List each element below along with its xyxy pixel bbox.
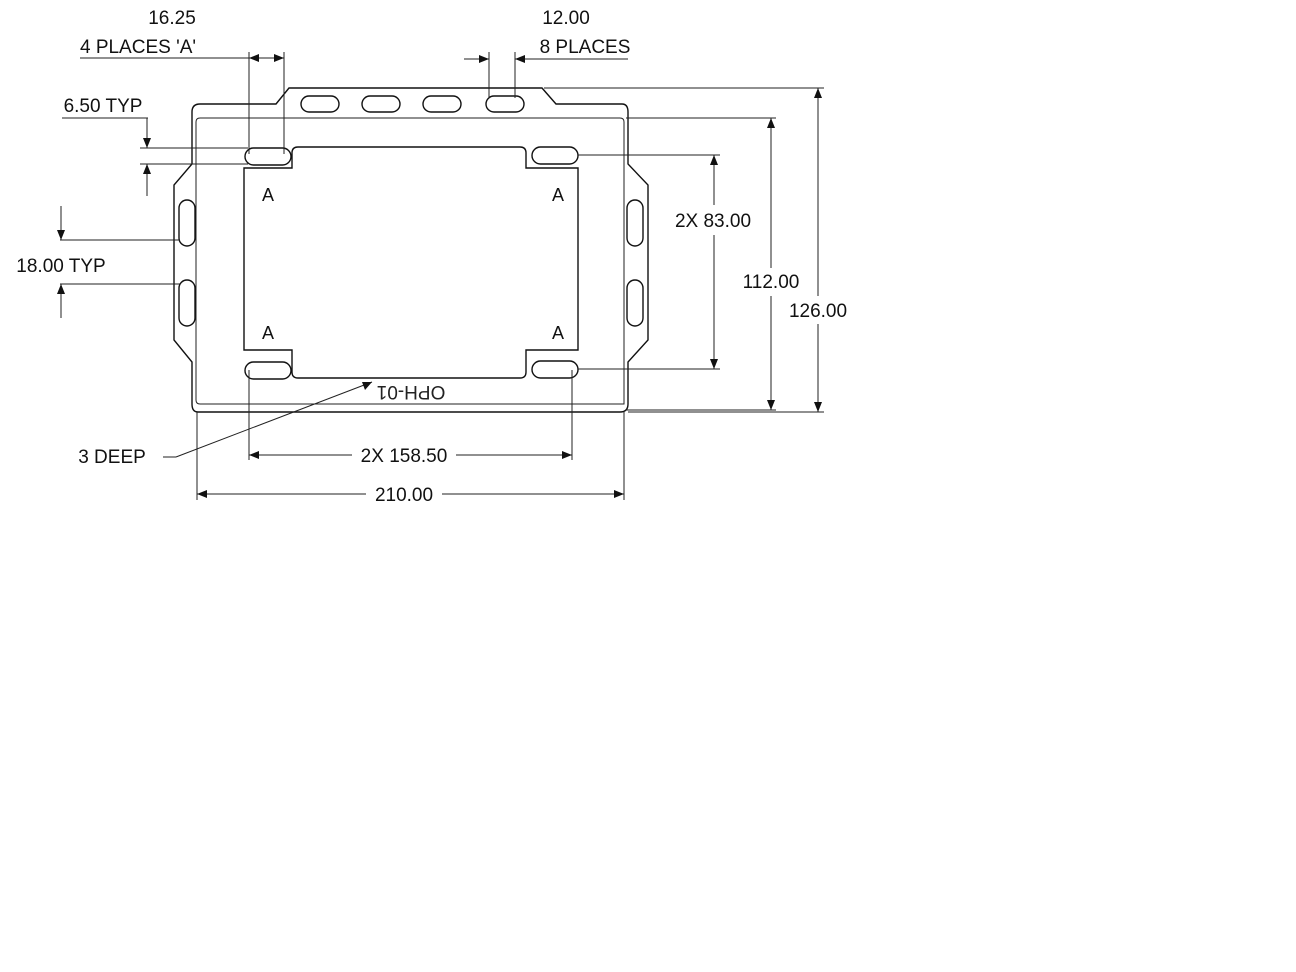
top-slot-2 — [361, 95, 401, 113]
dim-typ-spacing — [57, 206, 180, 318]
dim-typ-spacing-value: 18.00 TYP — [16, 256, 105, 277]
corner-label-top-right: A — [552, 185, 564, 205]
dim-depth-leader — [163, 381, 373, 458]
dim-typ-offset-value: 6.50 TYP — [64, 96, 143, 117]
right-slot-lower — [626, 279, 644, 327]
dim-inner-height-value: 2X 83.00 — [675, 211, 751, 232]
dim-typ-offset — [62, 117, 248, 196]
top-slot-3 — [422, 95, 462, 113]
corner-slot-top-left — [244, 147, 292, 166]
corner-slot-bottom-right — [531, 360, 579, 379]
plate-outline — [173, 87, 649, 413]
dim-inner-width — [248, 370, 573, 460]
dim-mid-height-value: 112.00 — [743, 272, 800, 293]
left-slot-upper — [178, 199, 196, 247]
plate-inner-edge — [195, 117, 625, 405]
corner-label-bottom-left: A — [262, 323, 274, 343]
dim-slot-width-value: 16.25 — [148, 8, 196, 29]
dim-overall-width — [196, 412, 625, 500]
corner-label-top-left: A — [262, 185, 274, 205]
dim-overall-width-value: 210.00 — [375, 485, 433, 506]
slots — [178, 95, 644, 380]
left-slot-lower — [178, 279, 196, 327]
dim-overall-height — [544, 87, 824, 413]
top-slot-1 — [300, 95, 340, 113]
dim-overall-height-value: 126.00 — [789, 301, 847, 322]
dim-slot-length-note: 8 PLACES — [540, 37, 631, 58]
dim-slot-width-note: 4 PLACES 'A' — [80, 37, 196, 58]
dim-inner-width-value: 2X 158.50 — [361, 446, 448, 467]
right-slot-upper — [626, 199, 644, 247]
corner-slot-top-right — [531, 146, 579, 165]
dim-inner-height — [578, 154, 720, 370]
dim-depth-value: 3 DEEP — [78, 447, 146, 468]
dim-slot-length-value: 12.00 — [542, 8, 590, 29]
engraving-text: OPH-01 — [377, 381, 446, 402]
corner-slot-bottom-left — [244, 361, 292, 380]
top-slot-4 — [485, 95, 525, 113]
corner-label-bottom-right: A — [552, 323, 564, 343]
dim-slot-width — [80, 52, 285, 154]
dim-slot-length — [464, 52, 628, 98]
dim-mid-height — [626, 117, 776, 411]
center-pocket — [243, 146, 579, 379]
part-body — [173, 87, 649, 413]
